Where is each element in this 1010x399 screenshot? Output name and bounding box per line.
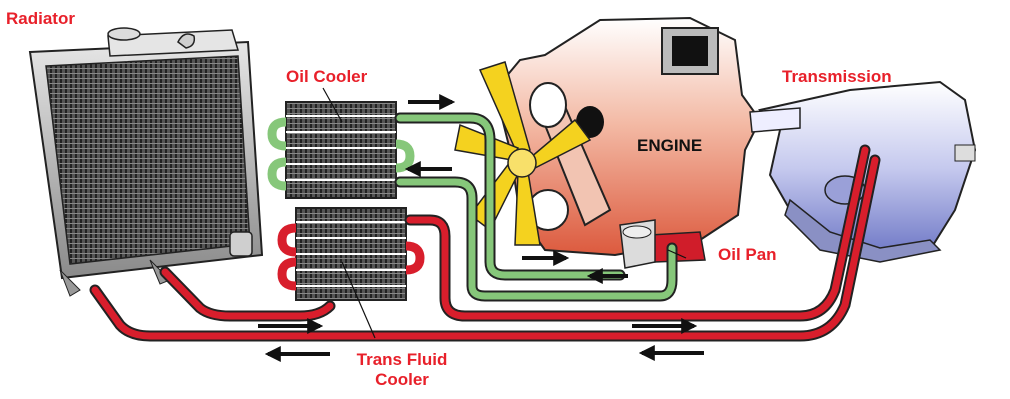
- oil-cooler-label: Oil Cooler: [286, 67, 368, 86]
- trans-fluid-cooler-label: Trans Fluid Cooler: [342, 350, 462, 390]
- flow-arrow-icon: [258, 94, 704, 362]
- oil-cooler-icon: [267, 101, 415, 199]
- trans-fluid-cooler-label-line1: Trans Fluid: [356, 350, 448, 369]
- oil-pan-label: Oil Pan: [718, 245, 777, 264]
- radiator-label: Radiator: [6, 9, 75, 28]
- trans-fluid-cooler-label-line2: Cooler: [375, 370, 429, 389]
- transmission-label: Transmission: [782, 67, 892, 86]
- engine-label: ENGINE: [637, 136, 703, 155]
- radiator-icon: [28, 27, 264, 297]
- leader-lines: [322, 87, 687, 339]
- trans-fluid-cooler-icon: [277, 207, 425, 301]
- transmission-icon: [749, 80, 977, 263]
- engine-icon: [493, 16, 762, 269]
